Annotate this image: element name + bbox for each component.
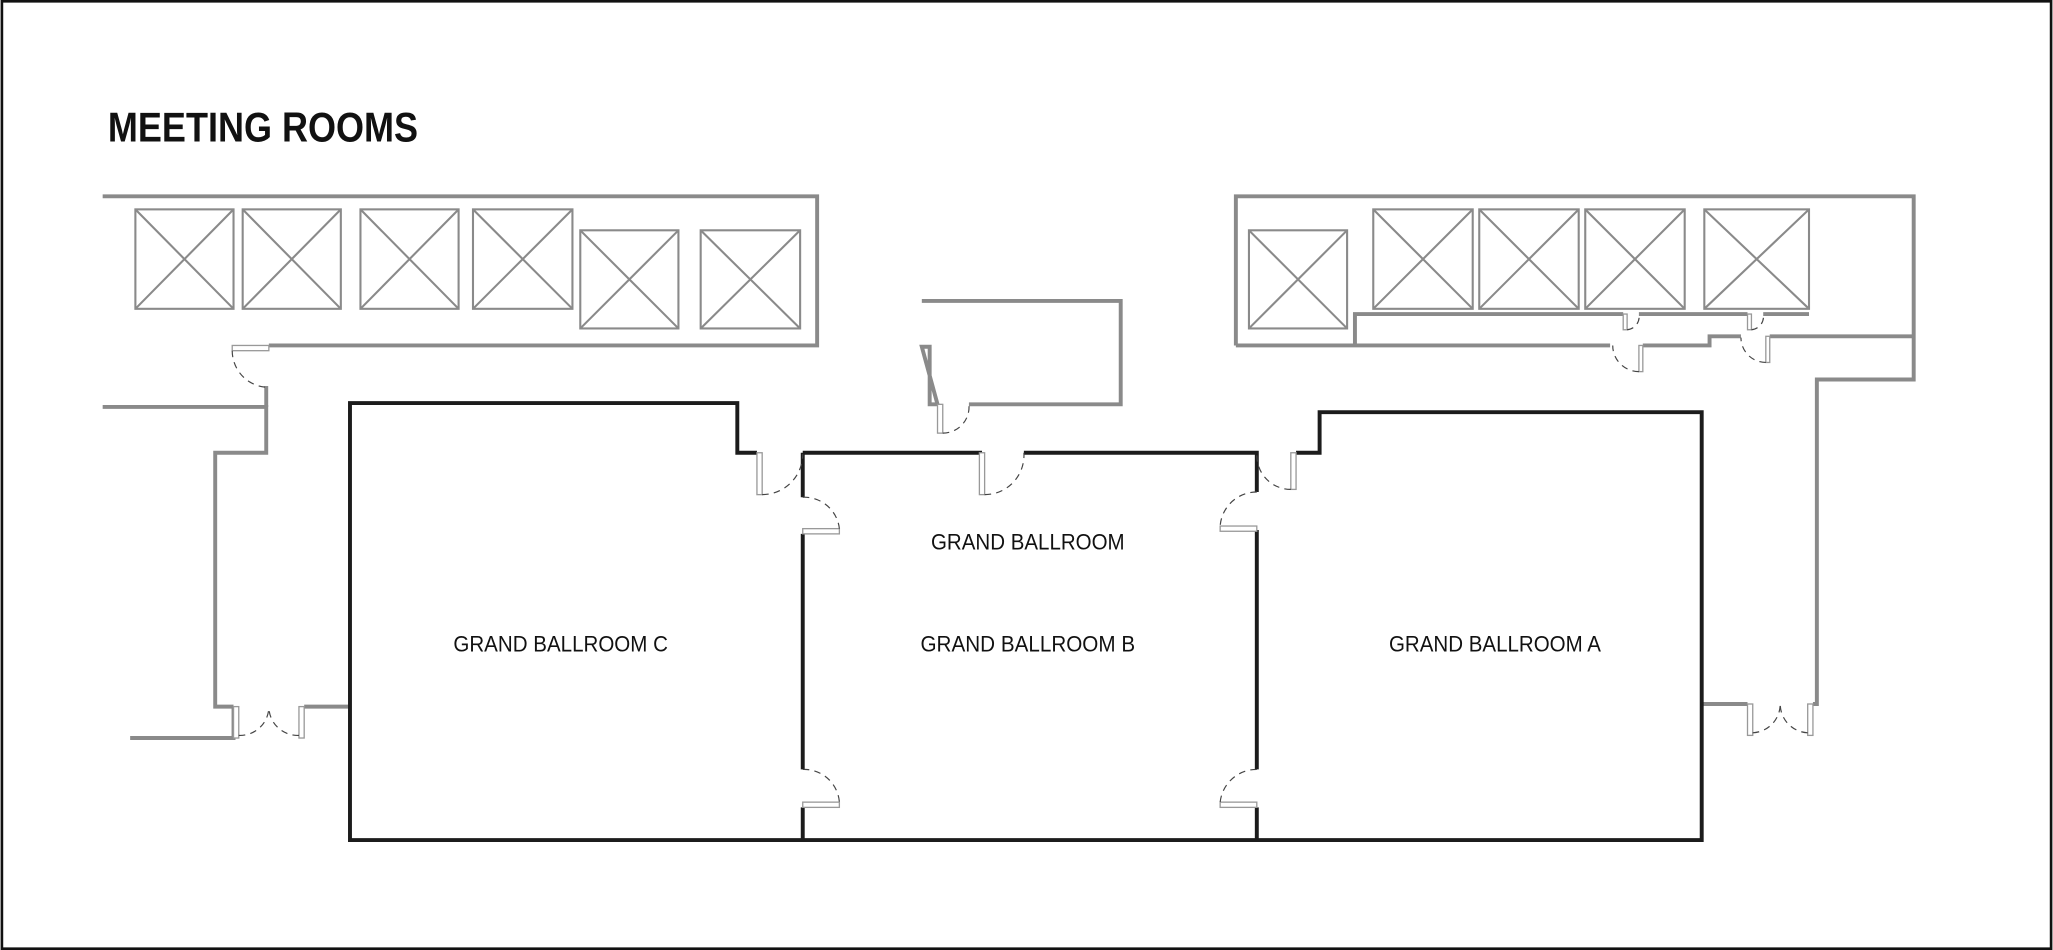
- page-title: MEETING ROOMS: [108, 103, 418, 150]
- elevators-left: [134, 208, 802, 330]
- ballroom-walls: [348, 401, 1704, 843]
- room-label-grand-ballroom-c: GRAND BALLROOM C: [453, 632, 668, 657]
- room-label-grand-ballroom-b: GRAND BALLROOM B: [921, 632, 1136, 657]
- room-label-grand-ballroom-a: GRAND BALLROOM A: [1389, 632, 1601, 657]
- doors[interactable]: [231, 313, 1814, 809]
- room-label-grand-ballroom: GRAND BALLROOM: [931, 530, 1125, 555]
- elevators-right: [1247, 208, 1811, 330]
